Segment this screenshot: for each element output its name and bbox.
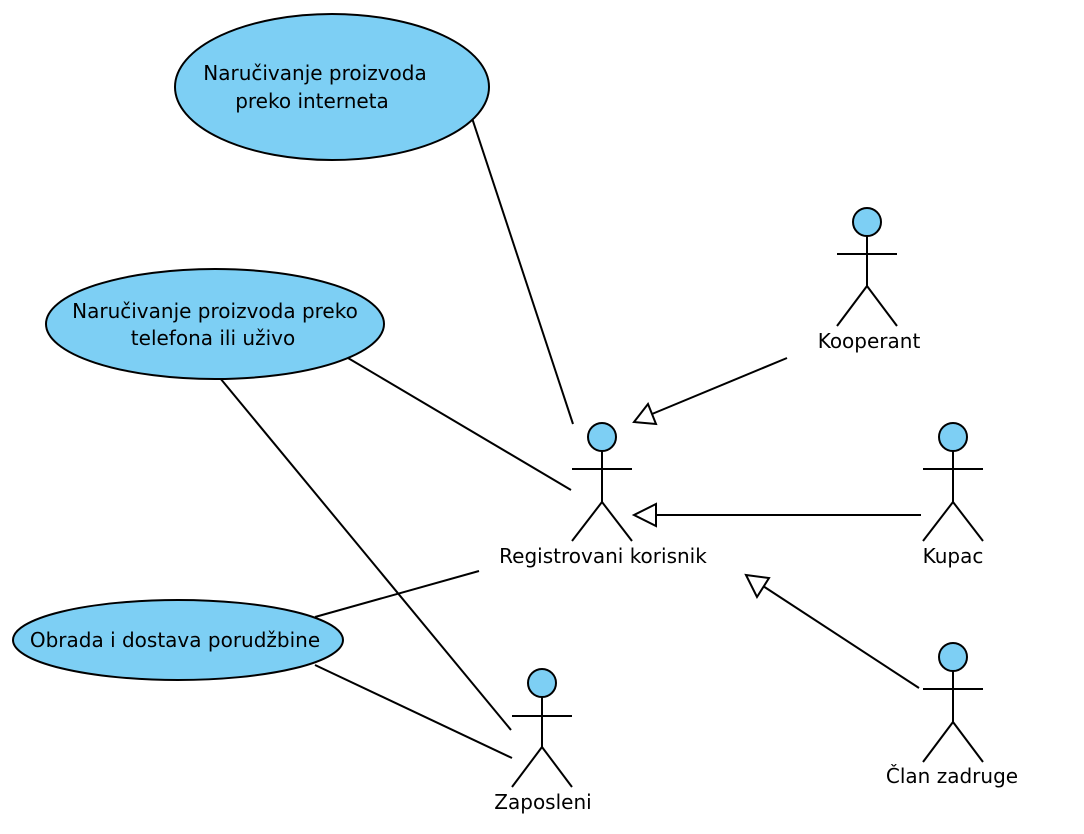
association-uc1-registrovani [471, 117, 574, 425]
actor-leg [836, 285, 868, 327]
actor-registrovani-korisnik[interactable]: Registrovani korisnik [499, 422, 707, 568]
actor-leg [952, 721, 984, 763]
actor-kooperant[interactable]: Kooperant [818, 207, 921, 353]
use-case-label-line: Naručivanje proizvoda [203, 61, 426, 85]
actor-label: Kupac [923, 544, 984, 568]
actor-leg [601, 501, 633, 542]
use-case-uc2[interactable]: Naručivanje proizvoda preko telefona ili… [45, 268, 385, 380]
use-case-ellipse [45, 268, 385, 380]
actor-head [527, 668, 557, 698]
use-case-label-line: Naručivanje proizvoda preko [72, 299, 358, 323]
association-uc3-registrovani [314, 570, 480, 618]
actor-kupac[interactable]: Kupac [922, 422, 984, 568]
use-case-label-line: Obrada i dostava porudžbine [30, 628, 320, 652]
actor-clan-zadruge[interactable]: Član zadruge [886, 642, 1018, 788]
actor-head [852, 207, 882, 237]
use-case-ellipse [174, 13, 490, 161]
actor-label: Kooperant [818, 329, 921, 353]
use-case-label-line: preko interneta [235, 89, 389, 113]
actor-leg [541, 746, 573, 788]
actor-head [587, 422, 617, 452]
actor-leg [866, 285, 898, 327]
use-case-uc3[interactable]: Obrada i dostava porudžbine [12, 599, 344, 681]
generalization-kooperant-arrowhead [632, 402, 658, 426]
generalization-kupac-arrowhead [631, 502, 657, 528]
actor-label: Zaposleni [494, 790, 591, 814]
association-uc2-zaposleni [219, 377, 512, 731]
generalization-clan-line [762, 585, 920, 689]
use-case-label-line: telefona ili uživo [131, 326, 295, 350]
generalization-kooperant-line [651, 357, 788, 415]
actor-leg [922, 721, 954, 763]
actor-label: Član zadruge [886, 764, 1018, 788]
generalizations [631, 357, 921, 689]
actor-head [938, 422, 968, 452]
generalization-clan-arrowhead [744, 573, 771, 600]
actor-leg [511, 746, 543, 788]
actor-leg [571, 501, 603, 542]
actor-head [938, 642, 968, 672]
association-uc3-zaposleni [314, 664, 513, 759]
association-uc2-registrovani [347, 357, 572, 491]
associations [219, 117, 574, 759]
actor-leg [922, 501, 954, 542]
actor-zaposleni[interactable]: Zaposleni [494, 668, 592, 814]
actor-leg [952, 501, 984, 542]
use-case-ellipse [12, 599, 344, 681]
use-case-uc1[interactable]: Naručivanje proizvoda preko interneta [174, 13, 490, 161]
actor-label: Registrovani korisnik [499, 544, 707, 568]
